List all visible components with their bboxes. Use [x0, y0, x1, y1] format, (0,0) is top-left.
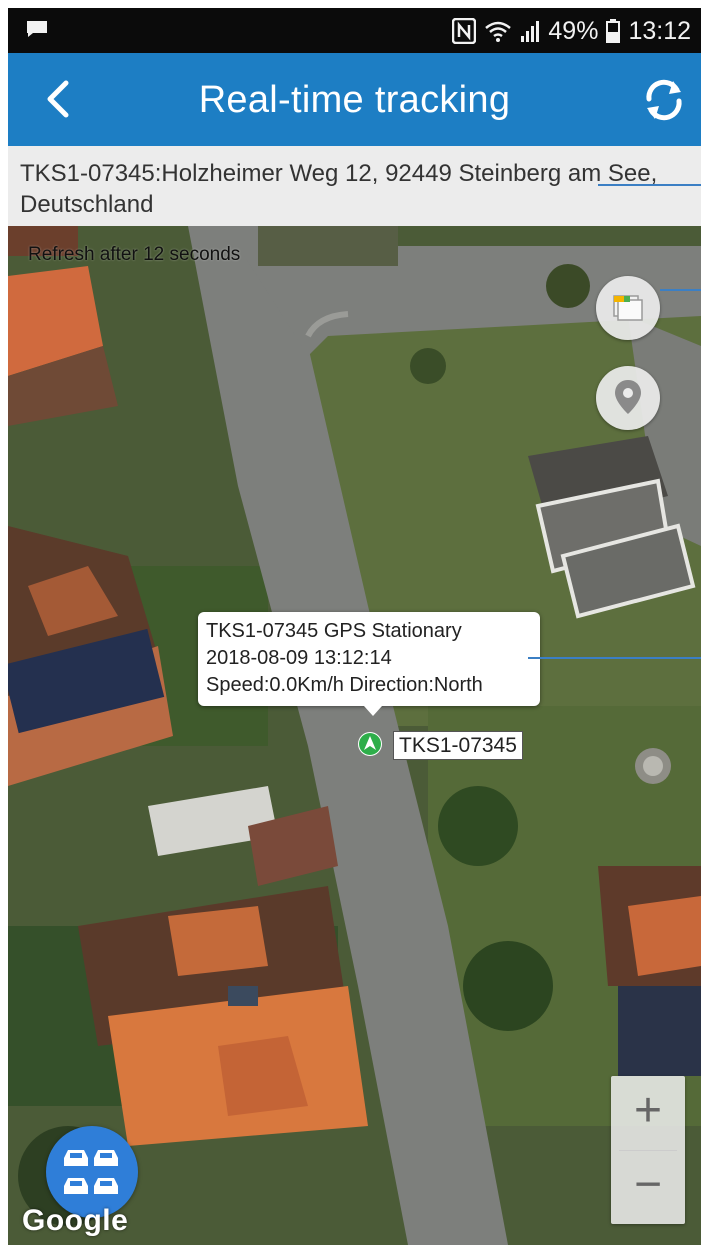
battery-icon [606, 19, 621, 43]
device-address: TKS1-07345:Holzheimer Weg 12, 92449 Stei… [20, 160, 658, 218]
zoom-in-button[interactable]: + [633, 1084, 663, 1137]
phone-screen: 49% 13:12 Real-time tracking TKS1-07345:… [8, 8, 701, 1245]
annotation-line [660, 289, 701, 291]
zoom-divider [619, 1150, 677, 1151]
annotation-line [528, 657, 701, 659]
chat-icon [27, 21, 47, 37]
fleet-button[interactable] [46, 1126, 138, 1218]
address-bar: TKS1-07345:Holzheimer Weg 12, 92449 Stei… [8, 146, 701, 226]
page-title: Real-time tracking [198, 79, 511, 121]
refresh-button[interactable] [637, 73, 691, 127]
status-bar: 49% 13:12 [8, 8, 701, 53]
map-layers-button[interactable] [596, 276, 660, 340]
info-window-tail [364, 706, 382, 716]
location-pin-icon [615, 380, 641, 414]
map-layers-icon [613, 295, 643, 321]
refresh-countdown: Refresh after 12 seconds [28, 244, 241, 265]
clock: 13:12 [628, 16, 691, 45]
info-window: TKS1-07345 GPS Stationary 2018-08-09 13:… [198, 612, 540, 716]
zoom-control: + − [611, 1076, 685, 1224]
vehicle-label: TKS1-07345 [393, 731, 523, 760]
zoom-out-button[interactable]: − [633, 1158, 663, 1211]
back-button[interactable] [36, 75, 84, 123]
annotation-line [598, 184, 701, 186]
app-bar: Real-time tracking [8, 53, 701, 146]
north-arrow-icon [359, 733, 381, 755]
satellite-map[interactable]: Refresh after 12 seconds TKS1-07345 GPS … [8, 226, 701, 1245]
info-status: TKS1-07345 GPS Stationary [206, 620, 462, 642]
info-timestamp: 2018-08-09 13:12:14 [206, 647, 392, 669]
wifi-icon [485, 21, 512, 42]
signal-icon [521, 21, 540, 42]
google-attribution: Google [22, 1204, 129, 1237]
vehicle-marker[interactable] [358, 732, 382, 756]
info-speed-direction: Speed:0.0Km/h Direction:North [206, 674, 483, 696]
battery-percent: 49% [548, 16, 599, 45]
nfc-icon [452, 18, 477, 44]
fleet-cars-icon [64, 1150, 118, 1194]
my-location-button[interactable] [596, 366, 660, 430]
